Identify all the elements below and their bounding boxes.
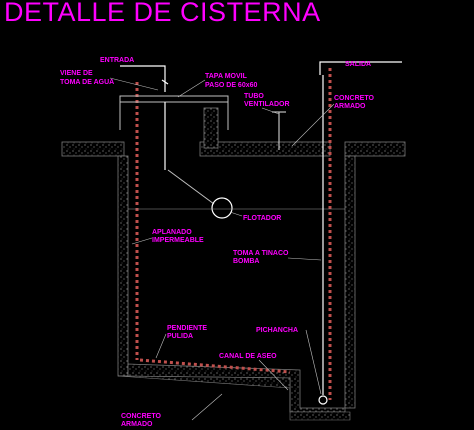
label-entrada: ENTRADA [100,57,134,64]
drawing-title: DETALLE DE CISTERNA [4,0,321,27]
svg-text:PENDIENTE: PENDIENTE [167,325,207,332]
svg-text:SALIDA: SALIDA [345,61,371,68]
svg-text:ARMADO: ARMADO [334,103,366,110]
svg-text:TOMA DE AGUA: TOMA DE AGUA [60,79,114,86]
svg-text:PICHANCHA: PICHANCHA [256,327,298,334]
svg-text:APLANADO: APLANADO [152,229,192,236]
label-salida: SALIDA [345,61,371,68]
svg-text:FLOTADOR: FLOTADOR [243,215,281,222]
svg-text:BOMBA: BOMBA [233,258,259,265]
rebar [135,68,332,400]
svg-text:IMPERMEABLE: IMPERMEABLE [152,237,204,244]
label-toma-tinaco: TOMA A TINACO BOMBA [233,250,322,265]
label-concreto-armado-bottom: CONCRETO ARMADO [121,393,223,428]
label-tapa-movil: TAPA MOVIL PASO DE 60x60 [177,73,258,98]
label-aplanado-impermeable: APLANADO IMPERMEABLE [131,229,204,245]
label-tubo-ventilador: TUBO VENTILADOR [244,93,290,115]
svg-text:TOMA A TINACO: TOMA A TINACO [233,250,289,257]
label-canal-de-aseo: CANAL DE ASEO [219,353,289,391]
svg-text:CONCRETO: CONCRETO [334,95,374,102]
outlet-pipe [318,61,402,405]
label-flotador: FLOTADOR [229,211,281,222]
svg-text:CANAL DE ASEO: CANAL DE ASEO [219,353,277,360]
svg-text:VENTILADOR: VENTILADOR [244,101,290,108]
svg-text:VIENE DE: VIENE DE [60,70,93,77]
inlet-pipe [120,65,169,170]
float-valve [167,169,233,219]
label-pichancha: PICHANCHA [256,327,322,395]
svg-text:PULIDA: PULIDA [167,333,193,340]
svg-text:TAPA MOVIL: TAPA MOVIL [205,73,248,80]
cistern-walls [117,155,356,421]
manhole-cover [119,95,229,149]
ground-slab [61,141,406,157]
label-pendiente-pulida: PENDIENTE PULIDA [155,325,207,359]
label-concreto-armado-top: CONCRETO ARMADO [291,95,374,147]
svg-text:ARMADO: ARMADO [121,421,153,428]
vent-pipe [272,111,286,150]
svg-text:TUBO: TUBO [244,93,264,100]
svg-text:PASO DE 60x60: PASO DE 60x60 [205,82,258,89]
svg-text:ENTRADA: ENTRADA [100,57,134,64]
label-viene-de: VIENE DE TOMA DE AGUA [60,70,159,91]
svg-text:CONCRETO: CONCRETO [121,413,161,420]
